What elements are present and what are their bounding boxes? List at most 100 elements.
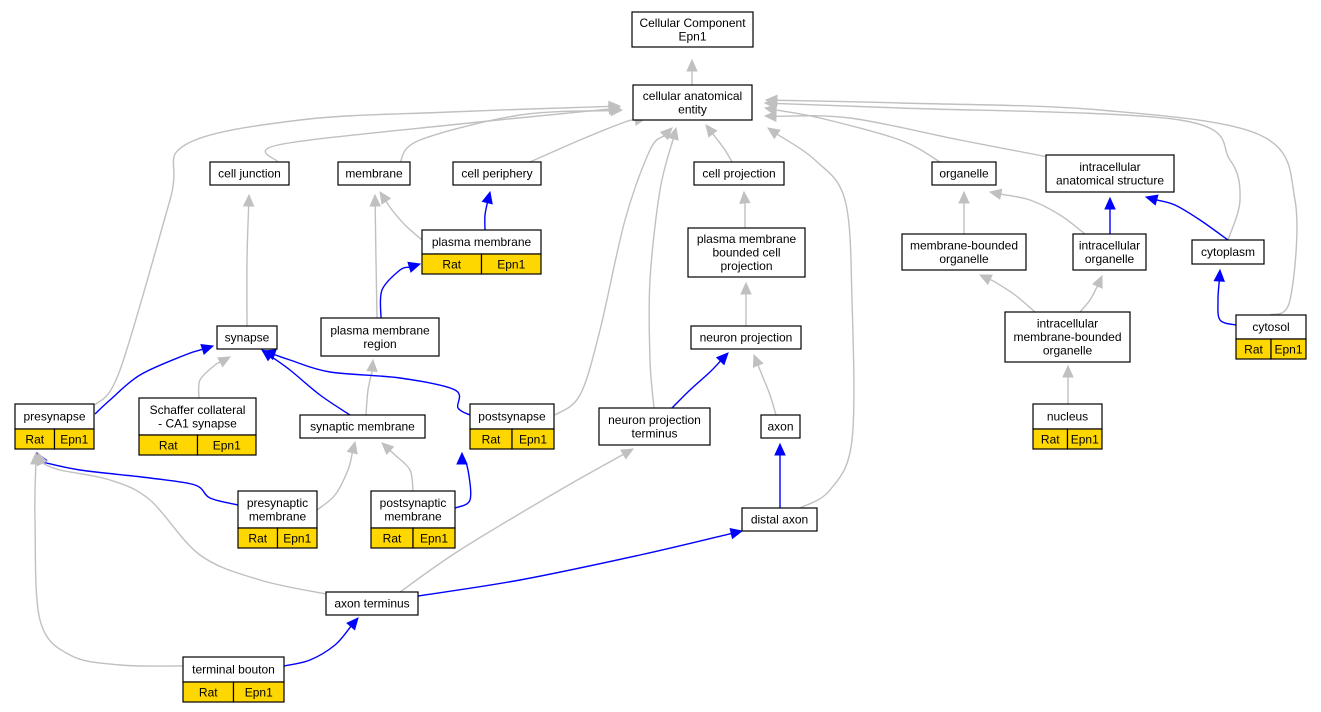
node-neuron-projection[interactable]: neuron projection [690,325,802,350]
arrowhead-icon [715,352,729,366]
arrowhead-icon [620,448,635,460]
edge-synaptic-membrane-to-pmr [365,358,378,416]
arrowhead-icon [978,274,993,286]
edge-line [776,133,855,509]
edge-postsynapse-to-cae [554,127,673,416]
edge-line [671,360,721,409]
edge-line [264,108,610,163]
node-label: projection [720,259,772,273]
node-label: cytoplasm [1201,245,1255,259]
node-box [687,227,806,278]
edge-line [775,115,1049,158]
edge-plasma-membrane-to-cell-periphery [481,190,493,231]
node-box [1072,233,1147,271]
edge-line [365,369,374,416]
edge-cae-to-root [686,58,698,85]
edge-line [94,348,203,415]
edge-line [1156,199,1229,241]
node-label: Epn1 [678,29,706,43]
arrowhead-icon [659,127,673,141]
node-cytoplasm[interactable]: cytoplasm [1191,239,1265,265]
arrowhead-icon [764,94,778,107]
node-box [690,325,802,350]
edge-line [385,200,423,241]
node-cell-projection[interactable]: cell projection [693,161,785,186]
node-box [320,317,440,357]
node-label: Cellular Component [639,16,746,30]
arrowhead-icon [369,193,381,207]
arrowhead-icon [1104,196,1116,210]
arrowhead-icon [729,528,744,540]
node-box [1004,311,1131,363]
edge-terminal-bouton-to-axon-terminus [283,617,359,667]
edge-presyn-mem-to-synaptic-membrane [316,440,358,511]
node-label: terminal bouton [192,663,275,677]
arrowhead-icon [740,281,752,295]
node-distal-axon[interactable]: distal axon [741,507,818,532]
edge-line [94,105,610,406]
gene-tag [232,681,285,703]
edge-line [1217,280,1237,326]
edge-membrane-to-cae [399,104,624,163]
gene-label: Epn1 [519,432,547,446]
edge-line [38,460,239,506]
arrowhead-icon [200,344,215,356]
edge-line [274,353,471,416]
species-label: Rat [383,531,402,545]
node-box [182,656,285,683]
node-box [325,591,419,616]
node-organelle[interactable]: organelle [931,161,997,186]
node-synaptic-membrane[interactable]: synaptic membrane [299,414,426,439]
edge-line [775,109,941,163]
edge-imbo-to-io [1079,274,1103,313]
node-label: intracellular [1037,317,1098,331]
edge-organelle-to-cae [763,104,941,163]
species-label: Rat [442,257,461,271]
edge-synaptic-membrane-to-synapse [261,349,351,416]
edge-layer [30,58,1298,667]
node-box [209,161,290,186]
arrowhead-icon [763,110,777,123]
edge-line [399,109,612,163]
node-synapse[interactable]: synapse [216,325,278,350]
node-label: axon [767,420,793,434]
gene-label: Epn1 [1071,432,1099,446]
node-box [598,407,711,446]
node-label: region [363,337,396,351]
edge-nucleus-to-imbo [1062,364,1074,405]
node-membrane[interactable]: membrane [337,161,411,186]
species-label: Rat [482,432,501,446]
node-label: membrane-bounded [910,238,1018,252]
gene-label: Epn1 [420,531,448,545]
arrowhead-icon [705,124,718,138]
node-cell-periphery[interactable]: cell periphery [452,161,542,186]
species-label: Rat [159,438,178,452]
node-axon[interactable]: axon [760,414,801,439]
edge-presynapse-to-cae [94,100,622,406]
node-box [931,161,997,186]
arrowhead-icon [481,190,493,205]
node-cell-junction[interactable]: cell junction [209,161,290,186]
node-axon-terminus[interactable]: axon terminus [325,591,419,616]
arrowhead-icon [767,127,781,140]
edge-line [379,266,410,319]
edge-cytoplasm-to-ias [1144,194,1229,241]
